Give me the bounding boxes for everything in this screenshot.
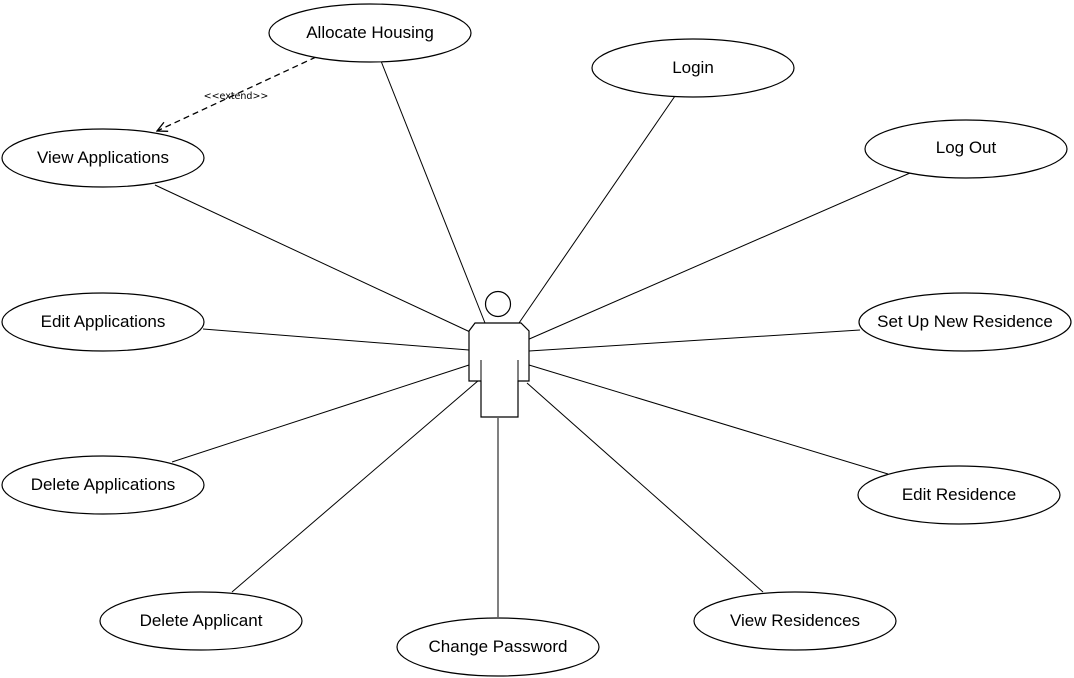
associations bbox=[154, 60, 911, 617]
use-case-edit-applications[interactable]: Edit Applications bbox=[1, 292, 205, 352]
assoc-edit-residence bbox=[528, 364, 889, 475]
use-case-label: Edit Applications bbox=[41, 312, 166, 331]
use-case-label: Delete Applicant bbox=[140, 611, 263, 630]
use-case-delete-applicant[interactable]: Delete Applicant bbox=[99, 591, 303, 651]
actor-head bbox=[484, 290, 512, 318]
extend-stereotype-label: <<extend>> bbox=[204, 91, 269, 102]
use-case-label: View Applications bbox=[37, 148, 169, 167]
use-case-label: Edit Residence bbox=[902, 485, 1016, 504]
use-case-delete-applications[interactable]: Delete Applications bbox=[1, 455, 205, 515]
assoc-set-up-new-residence bbox=[528, 329, 861, 352]
use-case-view-residences[interactable]: View Residences bbox=[693, 591, 897, 651]
actor-body bbox=[468, 322, 530, 418]
assoc-delete-applications bbox=[171, 364, 470, 463]
actor bbox=[468, 290, 530, 418]
assoc-view-applications bbox=[154, 184, 484, 339]
use-case-set-up-new-residence[interactable]: Set Up New Residence bbox=[858, 292, 1072, 352]
assoc-view-residences bbox=[526, 382, 764, 593]
use-case-allocate-housing[interactable]: Allocate Housing bbox=[268, 3, 472, 63]
use-case-view-applications[interactable]: View Applications bbox=[1, 128, 205, 188]
use-case-label: Delete Applications bbox=[31, 475, 176, 494]
use-case-login[interactable]: Login bbox=[591, 38, 795, 98]
assoc-edit-applications bbox=[202, 328, 470, 351]
assoc-allocate-housing bbox=[380, 60, 486, 324]
assoc-log-out bbox=[526, 172, 911, 341]
assoc-delete-applicant bbox=[231, 379, 480, 593]
use-case-label: View Residences bbox=[730, 611, 860, 630]
use-cases: Allocate Housing Login View Applications… bbox=[1, 3, 1072, 677]
use-case-change-password[interactable]: Change Password bbox=[396, 617, 600, 677]
use-case-label: Change Password bbox=[429, 637, 568, 656]
use-case-log-out[interactable]: Log Out bbox=[864, 119, 1068, 179]
use-case-label: Log Out bbox=[936, 138, 997, 157]
assoc-login bbox=[518, 95, 676, 324]
use-case-label: Allocate Housing bbox=[306, 23, 434, 42]
use-case-edit-residence[interactable]: Edit Residence bbox=[857, 465, 1061, 525]
extend-relation: <<extend>> bbox=[157, 56, 317, 131]
use-case-label: Login bbox=[672, 58, 714, 77]
use-case-label: Set Up New Residence bbox=[877, 312, 1053, 331]
